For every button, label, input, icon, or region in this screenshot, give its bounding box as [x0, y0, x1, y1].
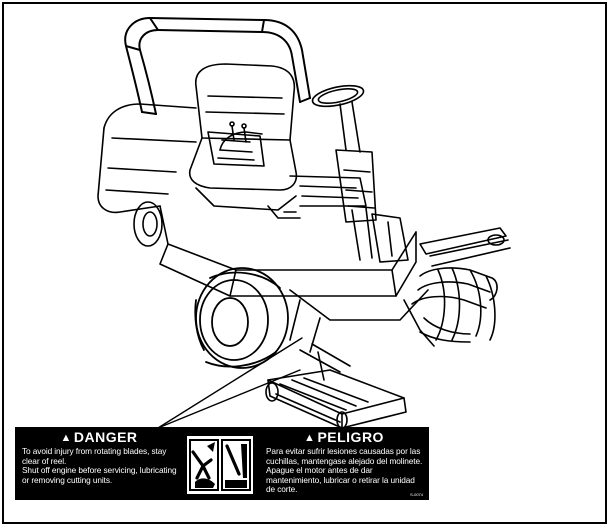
rops-bar — [124, 17, 311, 115]
danger-decal: ▲DANGER To avoid injury from rotating bl… — [15, 427, 429, 500]
steering-wheel — [311, 84, 377, 223]
rear-wheel — [133, 201, 163, 247]
right-cutting-unit — [403, 227, 511, 347]
operator-seat — [188, 63, 298, 191]
danger-heading: ▲DANGER — [19, 430, 179, 446]
rotating-blade-hazard-icon — [189, 439, 251, 491]
peligro-heading: ▲PELIGRO — [263, 430, 425, 446]
front-wheel — [194, 267, 289, 369]
danger-text-english: To avoid injury from rotating blades, st… — [22, 446, 177, 485]
decal-spanish-panel: ▲PELIGRO Para evitar sufrir lesiones cau… — [263, 429, 425, 498]
warning-triangle-icon: ▲ — [304, 432, 316, 444]
lift-arms — [289, 207, 429, 353]
danger-heading-text: DANGER — [73, 429, 138, 445]
warning-triangle-icon: ▲ — [60, 432, 72, 444]
hazard-pictograms — [187, 436, 253, 494]
danger-text-spanish: Para evitar sufrir lesiones causadas por… — [266, 446, 423, 495]
front-cutting-unit — [265, 343, 407, 429]
machine-body — [97, 103, 417, 297]
decal-english-panel: ▲DANGER To avoid injury from rotating bl… — [19, 429, 179, 498]
peligro-heading-text: PELIGRO — [317, 429, 384, 445]
callout-leader-lines — [157, 337, 303, 429]
decal-part-number: S-0074 — [410, 492, 423, 497]
